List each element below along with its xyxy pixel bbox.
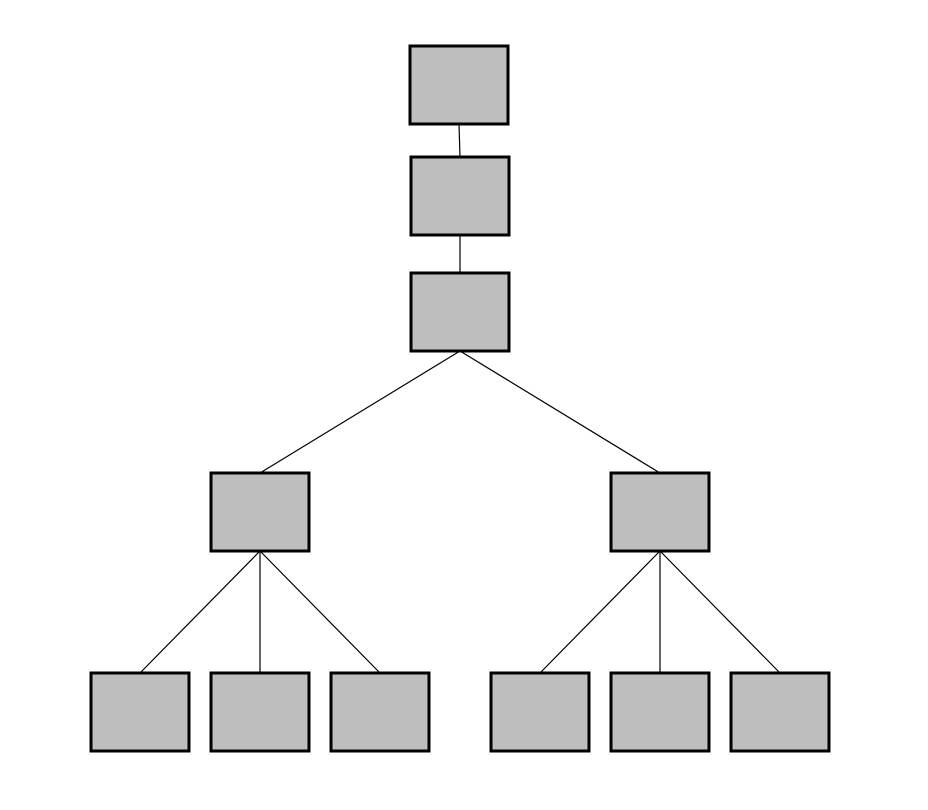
tree-node-n7 (209, 671, 311, 753)
edge-n3-n5 (459, 350, 661, 474)
tree-node-n10 (609, 671, 711, 753)
node-box (209, 471, 311, 553)
tree-node-n11 (729, 671, 831, 753)
tree-node-n6 (89, 671, 191, 753)
tree-node-n8 (329, 671, 431, 753)
nodes-layer (89, 44, 831, 753)
edge-n3-n4 (259, 350, 461, 474)
edges-layer (139, 123, 781, 674)
node-box (209, 671, 311, 753)
edge-n4-n6 (139, 550, 261, 674)
node-box (408, 44, 510, 126)
edge-n1-n2 (458, 123, 461, 158)
node-box (329, 671, 431, 753)
node-box (409, 271, 511, 353)
node-box (409, 155, 511, 237)
node-box (609, 671, 711, 753)
edge-n5-n11 (659, 550, 781, 674)
node-box (489, 671, 591, 753)
tree-node-n2 (409, 155, 511, 237)
tree-node-n1 (408, 44, 510, 126)
tree-node-n3 (409, 271, 511, 353)
tree-node-n5 (609, 471, 711, 553)
edge-n4-n8 (259, 550, 381, 674)
tree-node-n9 (489, 671, 591, 753)
node-box (609, 471, 711, 553)
tree-node-n4 (209, 471, 311, 553)
edge-n5-n9 (539, 550, 661, 674)
node-box (729, 671, 831, 753)
node-box (89, 671, 191, 753)
